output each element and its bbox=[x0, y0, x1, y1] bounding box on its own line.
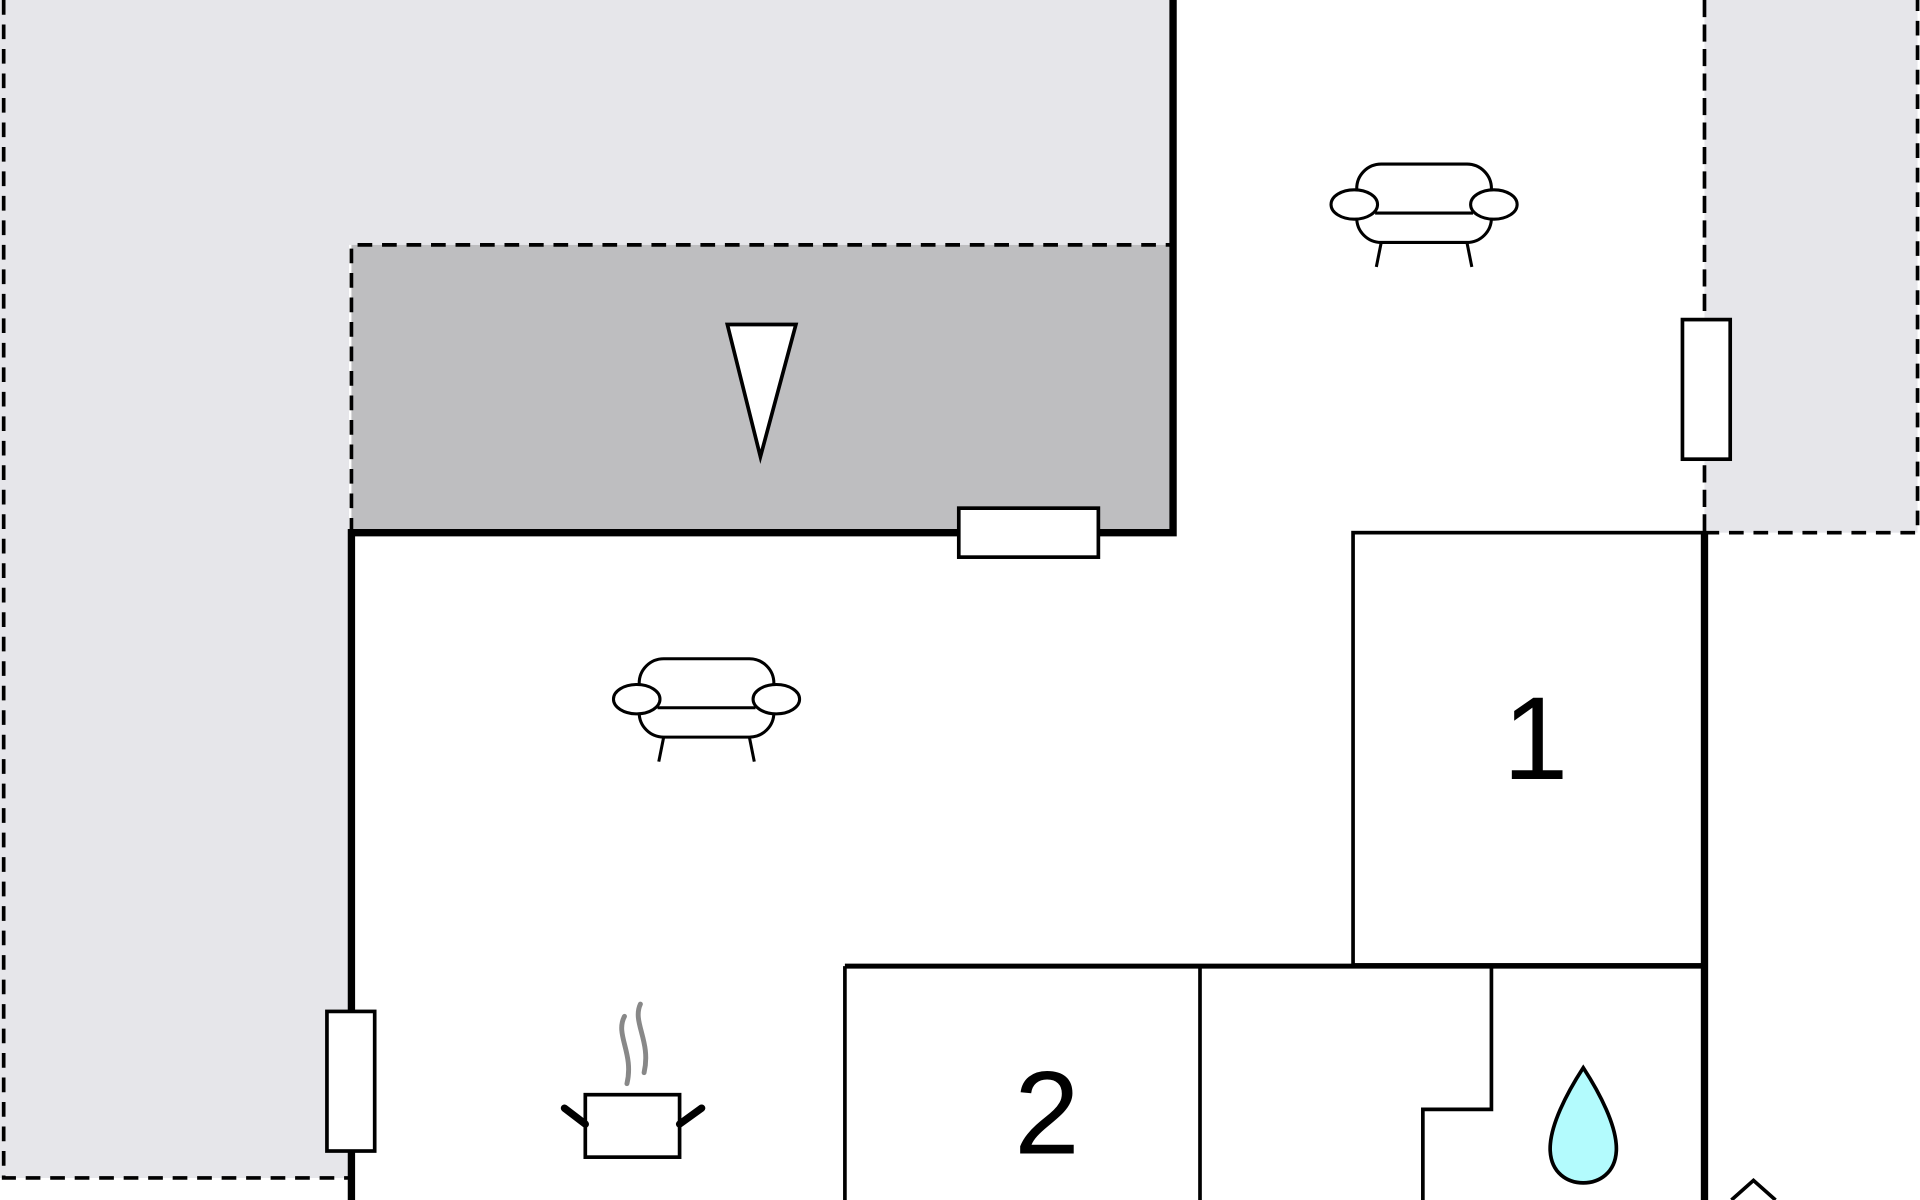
water-drop-icon bbox=[1548, 1064, 1619, 1185]
outdoor-area-right bbox=[1704, 0, 1918, 533]
room-2-label: 2 bbox=[1014, 1047, 1079, 1178]
room-1-label: 1 bbox=[1503, 673, 1568, 804]
terrace-direction-icon bbox=[724, 322, 799, 465]
window bbox=[1680, 317, 1733, 462]
entrance-icon bbox=[1730, 1177, 1777, 1200]
sofa-icon bbox=[1329, 162, 1519, 268]
outdoor-area-left bbox=[0, 0, 1174, 1178]
outdoor-border-right bbox=[1704, 0, 1920, 535]
window bbox=[325, 1009, 377, 1153]
bathroom-wall bbox=[1421, 966, 1494, 1200]
cooking-pot-icon bbox=[560, 1001, 706, 1159]
sofa-icon bbox=[611, 657, 802, 762]
outdoor-border-left bbox=[1, 0, 349, 1180]
exterior-wall bbox=[347, 0, 1177, 1200]
terrace-border bbox=[349, 243, 1174, 533]
window bbox=[956, 506, 1101, 559]
